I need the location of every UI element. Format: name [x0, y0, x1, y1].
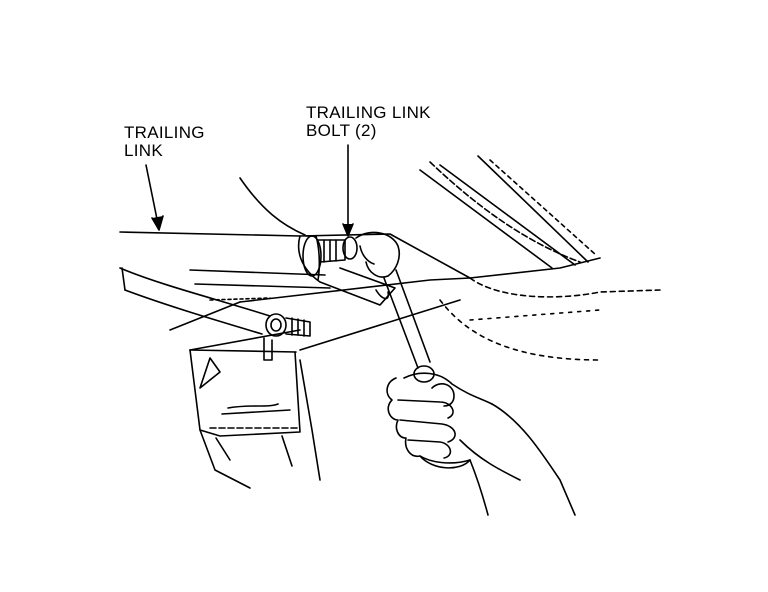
trailing-link-arm [119, 267, 311, 337]
lower-housing [189, 337, 321, 489]
trailing-link-bolt-assembly [297, 235, 396, 306]
arrow-trailing-link-head [151, 215, 164, 231]
trailing-link-callout: TRAILING LINK [124, 124, 205, 160]
arrow-trailing-link-leader [145, 164, 159, 225]
trailing-link-callout-line1: TRAILING [124, 123, 205, 142]
trailing-link-bolt-callout-line2: BOLT (2) [306, 121, 377, 140]
arrow-bolt-head [342, 223, 354, 237]
frame-rails [169, 269, 471, 351]
underbody-panel [119, 155, 661, 361]
wrench-tool [355, 231, 435, 383]
callout-arrows [145, 144, 354, 237]
trailing-link-bolt-callout-line1: TRAILING LINK [306, 103, 431, 122]
trailing-link-callout-line2: LINK [124, 141, 163, 160]
mechanic-hand [386, 372, 576, 516]
trailing-link-bolt-callout: TRAILING LINK BOLT (2) [306, 104, 431, 140]
